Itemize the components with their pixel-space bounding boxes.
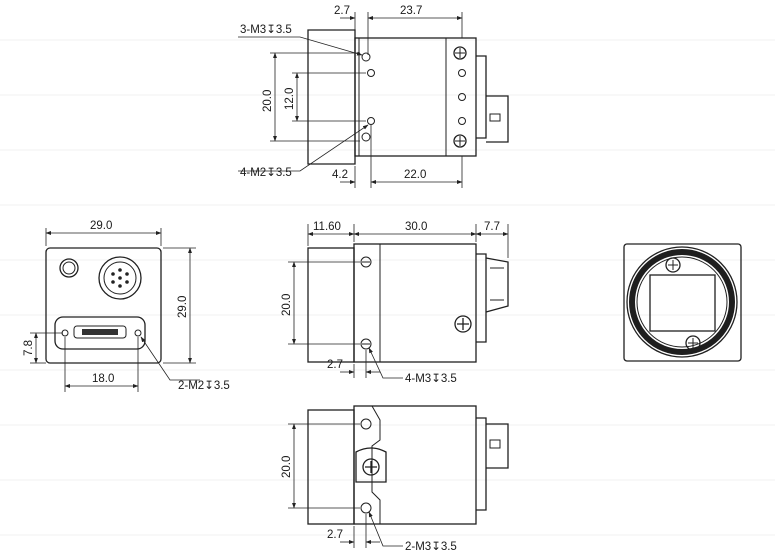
dim-top-offset: 2.7 bbox=[334, 5, 350, 17]
dim-top-bottom-offset: 4.2 bbox=[332, 169, 348, 181]
dim-side-height: 20.0 bbox=[281, 294, 293, 316]
dim-side-connector: 7.7 bbox=[484, 221, 500, 233]
front-view bbox=[623, 243, 742, 362]
side-view-labels: 11.60 30.0 7.7 20.0 2.7 4-M3↧3.5 bbox=[281, 221, 500, 385]
dim-top-height-outer: 20.0 bbox=[262, 90, 274, 112]
dim-bottom-hole-offset: 2.7 bbox=[327, 529, 343, 541]
dim-back-slot-width: 18.0 bbox=[92, 373, 114, 385]
dim-side-lens: 11.60 bbox=[313, 221, 341, 233]
note-bottom-holes: 4-M2↧3.5 bbox=[240, 167, 292, 179]
dim-side-body: 30.0 bbox=[405, 221, 427, 233]
side-view bbox=[288, 224, 509, 379]
dim-side-hole-offset: 2.7 bbox=[327, 359, 343, 371]
dim-bottom-height: 20.0 bbox=[281, 456, 293, 478]
dim-top-width: 23.7 bbox=[400, 5, 422, 17]
dim-back-slot-height: 7.8 bbox=[23, 340, 35, 356]
top-view bbox=[238, 12, 509, 188]
note-side-holes: 4-M3↧3.5 bbox=[405, 373, 457, 385]
back-view bbox=[30, 228, 200, 392]
note-top-holes: 3-M3↧3.5 bbox=[240, 24, 292, 36]
dim-top-bottom-width: 22.0 bbox=[404, 169, 426, 181]
bottom-view-labels: 20.0 2.7 2-M3↧3.5 bbox=[281, 456, 457, 553]
dim-back-width: 29.0 bbox=[90, 220, 112, 232]
top-view-labels: 2.7 23.7 3-M3↧3.5 20.0 12.0 4-M2↧3.5 4.2… bbox=[240, 5, 426, 181]
back-view-labels: 29.0 29.0 7.8 18.0 2-M2↧3.5 bbox=[23, 220, 230, 392]
note-bottom-view-holes: 2-M3↧3.5 bbox=[405, 541, 457, 553]
dim-back-height: 29.0 bbox=[177, 296, 189, 318]
note-back-holes: 2-M2↧3.5 bbox=[178, 380, 230, 392]
background-pattern bbox=[0, 39, 775, 536]
bottom-view bbox=[288, 405, 509, 548]
dim-top-height-inner: 12.0 bbox=[284, 88, 296, 110]
